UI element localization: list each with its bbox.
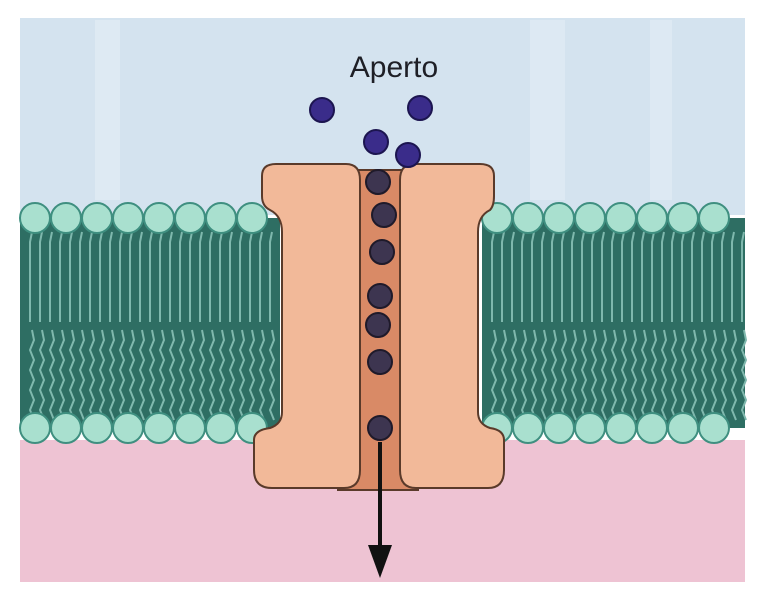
lipid-head [175,203,205,233]
lipid-head [237,203,267,233]
lipid-head [82,413,112,443]
lipid-head [699,413,729,443]
lipid-head [637,203,667,233]
extracellular-stripe [650,20,672,200]
lipid-head [513,203,543,233]
lipid-head [513,413,543,443]
lipid-head [144,203,174,233]
lipid-bilayer-right [482,203,746,443]
left-margin [0,0,20,603]
lipid-head [668,413,698,443]
bottom-margin [0,582,760,603]
ion-in-pore [366,170,390,194]
lipid-head [175,413,205,443]
lipid-head [206,203,236,233]
ion-in-pore [368,416,392,440]
ion-outside [408,96,432,120]
ion-in-pore [372,203,396,227]
lipid-head [575,203,605,233]
ion-in-pore [368,284,392,308]
lipid-head [206,413,236,443]
lipid-head [668,203,698,233]
lipid-head [113,203,143,233]
lipid-head [82,203,112,233]
state-label: Aperto [350,51,438,84]
ion-outside [310,98,334,122]
lipid-head [544,203,574,233]
extracellular-stripe [530,20,565,200]
lipid-head [606,203,636,233]
top-margin [0,0,760,18]
lipid-bilayer-left [20,203,280,443]
lipid-head [20,413,50,443]
ion-in-pore [368,350,392,374]
ion-outside [364,130,388,154]
lipid-head [699,203,729,233]
lipid-head [20,203,50,233]
lipid-head [606,413,636,443]
lipid-head [113,413,143,443]
lipid-head [575,413,605,443]
lipid-head [51,413,81,443]
ion-in-pore [370,240,394,264]
extracellular-stripe [95,20,120,200]
right-margin [745,0,760,603]
lipid-head [144,413,174,443]
lipid-head [637,413,667,443]
lipid-head [51,203,81,233]
lipid-head [544,413,574,443]
ion-outside [396,143,420,167]
ion-in-pore [366,313,390,337]
